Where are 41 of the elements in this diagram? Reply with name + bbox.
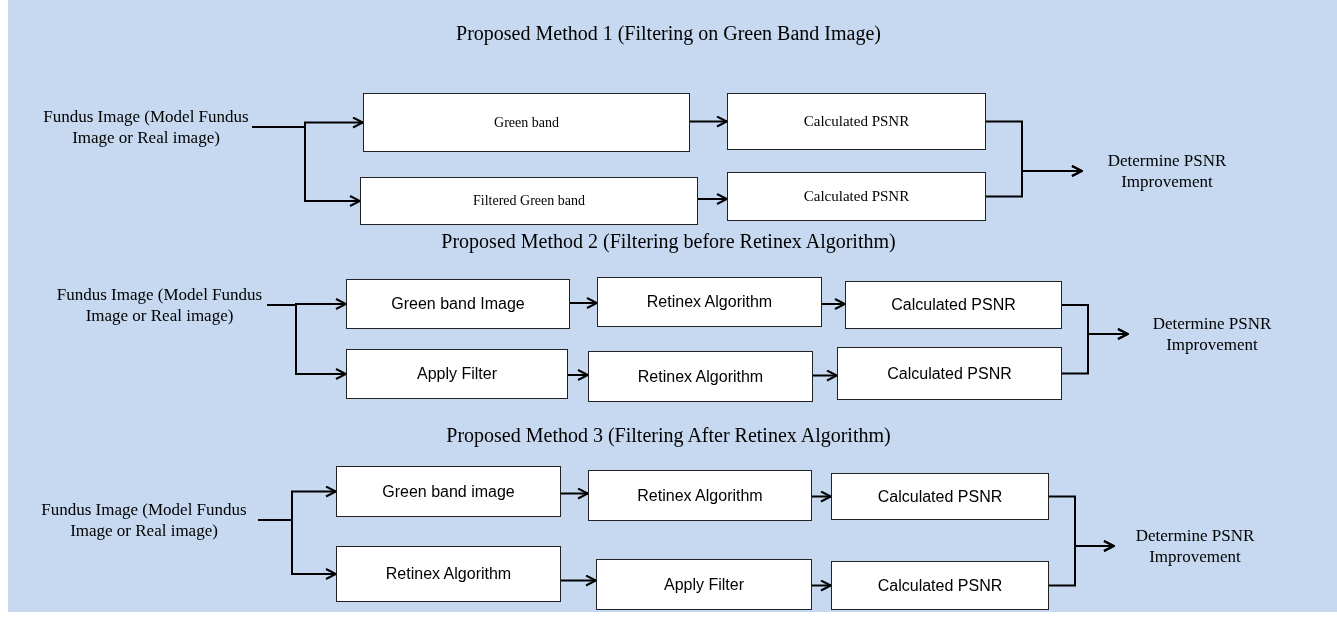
process-box: Filtered Green band bbox=[360, 177, 698, 225]
process-box: Apply Filter bbox=[596, 559, 812, 610]
arrow bbox=[697, 193, 728, 205]
arrow bbox=[811, 490, 832, 503]
input-text: Determine PSNR Improvement bbox=[1082, 150, 1252, 192]
arrow bbox=[1048, 540, 1115, 587]
arrow bbox=[689, 115, 728, 128]
process-box: Retinex Algorithm bbox=[588, 351, 813, 402]
process-box: Calculated PSNR bbox=[727, 93, 986, 150]
process-box: Calculated PSNR bbox=[727, 172, 986, 221]
process-box: Green band Image bbox=[346, 279, 570, 329]
input-text: Fundus Image (Model Fundus Image or Real image) bbox=[52, 270, 267, 340]
arrow bbox=[257, 519, 337, 580]
process-box: Retinex Algorithm bbox=[588, 470, 812, 521]
arrow bbox=[567, 369, 589, 381]
arrow bbox=[251, 126, 361, 207]
input-text: Fundus Image (Model Fundus Image or Real image) bbox=[30, 483, 258, 557]
input-text: Determine PSNR Improvement bbox=[1128, 312, 1296, 356]
arrow bbox=[812, 369, 838, 382]
section-heading: Proposed Method 1 (Filtering on Green Band Image) bbox=[455, 22, 882, 45]
arrow bbox=[1061, 328, 1129, 375]
process-box: Calculated PSNR bbox=[831, 561, 1049, 610]
arrow bbox=[266, 304, 347, 380]
process-box: Green band image bbox=[336, 466, 561, 517]
process-box: Apply Filter bbox=[346, 349, 568, 399]
process-box: Green band bbox=[363, 93, 690, 152]
arrow bbox=[811, 579, 832, 592]
process-box: Retinex Algorithm bbox=[597, 277, 822, 327]
process-box: Retinex Algorithm bbox=[336, 546, 561, 602]
process-box: Calculated PSNR bbox=[831, 473, 1049, 520]
arrow bbox=[821, 298, 846, 310]
section-heading: Proposed Method 3 (Filtering After Retinex Algorithm) bbox=[445, 424, 892, 447]
input-text: Fundus Image (Model Fundus Image or Real image) bbox=[40, 92, 252, 162]
section-heading: Proposed Method 2 (Filtering before Retinex Algorithm) bbox=[440, 230, 897, 253]
arrow bbox=[985, 165, 1083, 198]
arrow bbox=[560, 487, 589, 500]
process-box: Calculated PSNR bbox=[845, 281, 1062, 329]
arrow bbox=[560, 574, 597, 587]
input-text: Determine PSNR Improvement bbox=[1114, 524, 1276, 568]
process-box: Calculated PSNR bbox=[837, 347, 1062, 400]
arrow bbox=[569, 297, 598, 309]
